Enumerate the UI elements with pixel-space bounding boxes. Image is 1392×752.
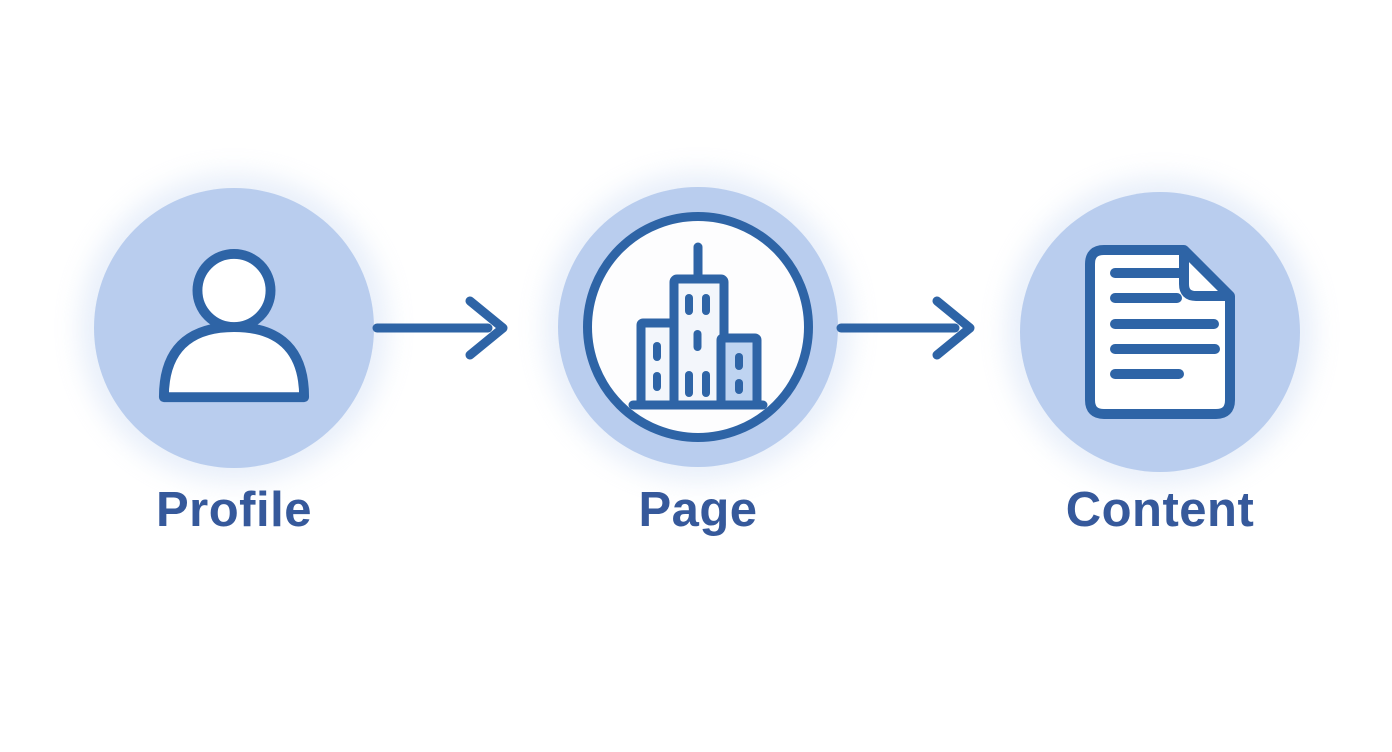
arrow-profile-to-page: [372, 296, 508, 360]
person-icon: [158, 249, 310, 403]
profile-label: Profile: [156, 483, 312, 537]
content-label: Content: [1065, 483, 1255, 537]
building-icon: [628, 242, 768, 410]
node-profile: [94, 188, 374, 468]
document-icon: [1085, 245, 1235, 419]
node-content: [1020, 192, 1300, 472]
page-label: Page: [638, 483, 758, 537]
arrow-page-to-content: [836, 296, 975, 360]
node-page: [558, 187, 838, 467]
page-inner-circle: [583, 212, 813, 442]
